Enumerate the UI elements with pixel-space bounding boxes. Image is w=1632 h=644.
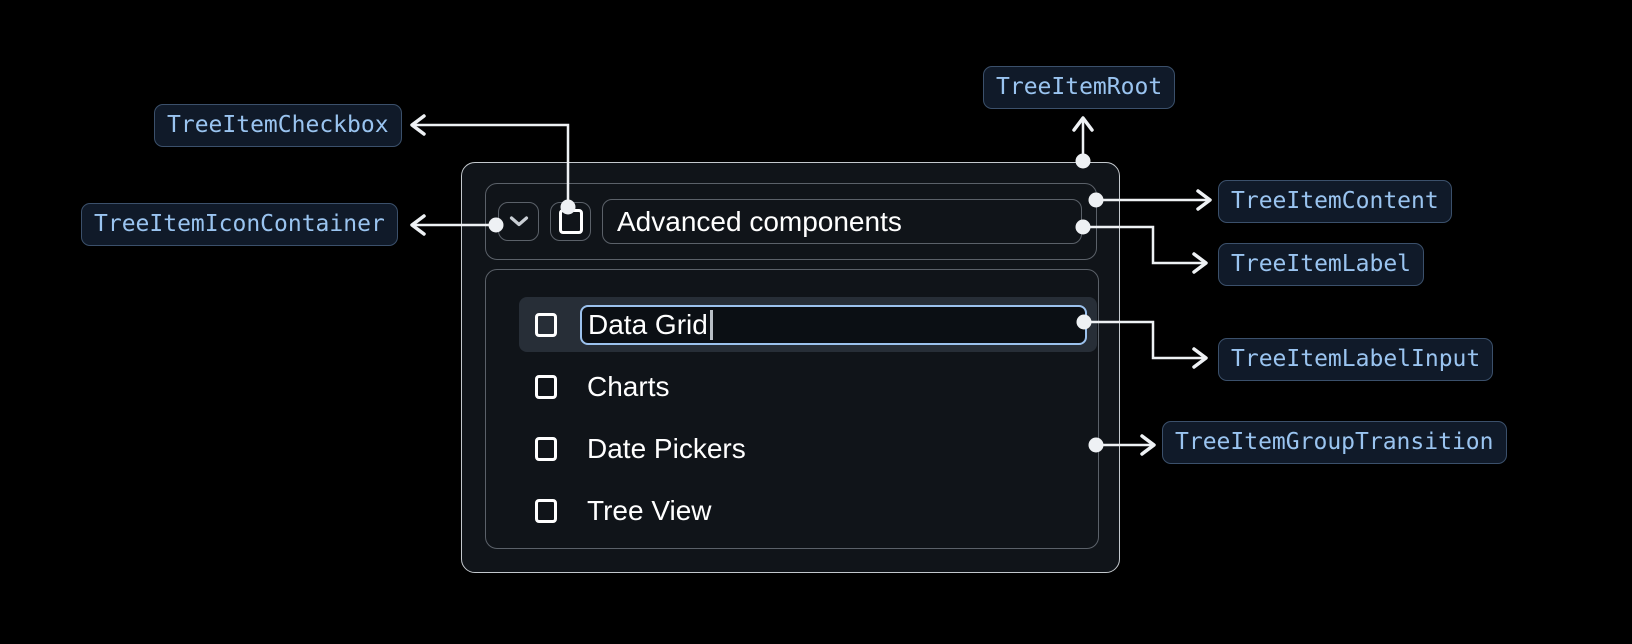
tree-item-checkbox-badge: TreeItemCheckbox (154, 104, 402, 147)
tree-item-root: Advanced components Data Grid Charts Dat… (461, 162, 1120, 573)
tree-row[interactable]: Date Pickers (519, 421, 1097, 476)
tree-row[interactable]: Charts (519, 359, 1097, 414)
tree-item-content-badge: TreeItemContent (1218, 180, 1452, 223)
tree-item-root-badge: TreeItemRoot (983, 66, 1176, 109)
text-caret (709, 309, 713, 340)
tree-item-icon-container[interactable] (498, 202, 539, 241)
checkbox-unchecked-icon[interactable] (535, 374, 557, 399)
tree-item-label: Tree View (587, 494, 712, 526)
tree-item-label[interactable]: Advanced components (602, 199, 1082, 244)
parent-label-text: Advanced components (617, 205, 902, 237)
checkbox-unchecked-icon (558, 209, 583, 234)
tree-item-content[interactable]: Advanced components (485, 183, 1097, 260)
tree-item-checkbox[interactable] (550, 202, 591, 241)
chevron-down-icon (509, 216, 528, 227)
tree-item-group-transition: Data Grid Charts Date Pickers Tree View (485, 269, 1099, 549)
tree-item-label: Charts (587, 370, 670, 402)
tree-row[interactable]: Tree View (519, 483, 1097, 538)
tree-item-label-input-badge: TreeItemLabelInput (1218, 338, 1494, 381)
tree-item-label: Date Pickers (587, 432, 746, 464)
tree-item-icon-container-badge: TreeItemIconContainer (81, 203, 398, 246)
tree-item-group-transition-badge: TreeItemGroupTransition (1162, 421, 1507, 464)
tree-row-editing[interactable]: Data Grid (519, 297, 1097, 352)
label-input-value: Data Grid (588, 308, 708, 340)
checkbox-unchecked-icon[interactable] (535, 498, 557, 523)
checkbox-unchecked-icon[interactable] (535, 436, 557, 461)
checkbox-unchecked-icon[interactable] (535, 312, 557, 337)
tree-item-label-input[interactable]: Data Grid (580, 304, 1087, 345)
tree-item-label-badge: TreeItemLabel (1218, 243, 1425, 286)
